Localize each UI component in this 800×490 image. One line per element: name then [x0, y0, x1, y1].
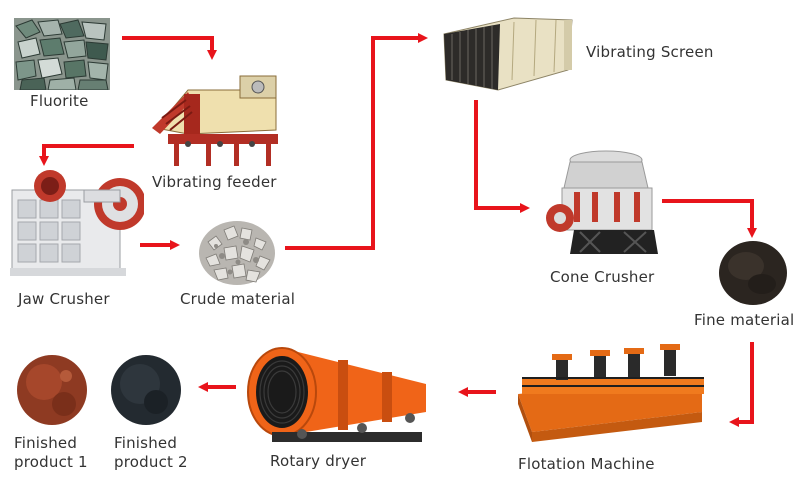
arrow-feeder-to-jaw [39, 144, 134, 166]
vibrating-feeder-icon [152, 75, 278, 166]
rotary-dryer-label: Rotary dryer [270, 452, 367, 470]
finished-product-1-label-line2: product 1 [14, 453, 88, 471]
arrow-fine-to-flotation [729, 342, 754, 427]
fluorite-ore-pile-icon [14, 18, 110, 90]
fluorite-label: Fluorite [30, 92, 89, 110]
red-powder-sample-icon [17, 355, 87, 425]
vibrating-feeder-label: Vibrating feeder [152, 173, 277, 191]
vibrating-screen-label: Vibrating Screen [586, 43, 714, 61]
fine-powder-pile-icon [719, 241, 787, 305]
cone-crusher-icon [546, 150, 658, 254]
cone-crusher-label: Cone Crusher [550, 268, 655, 286]
fine-material-label: Fine material [694, 311, 795, 329]
jaw-crusher-label: Jaw Crusher [18, 290, 110, 308]
jaw-crusher-icon [10, 170, 144, 276]
dark-powder-sample-icon [111, 355, 181, 425]
arrow-cone-to-fine [662, 199, 757, 238]
flotation-machine-icon [518, 344, 704, 442]
vibrating-screen-icon [443, 17, 573, 91]
arrow-crude-to-screen [285, 33, 428, 250]
flotation-machine-label: Flotation Machine [518, 455, 655, 473]
rotary-dryer-icon [247, 347, 426, 442]
finished-product-1-label-line1: Finished [14, 434, 78, 452]
arrow-fluorite-to-feeder [122, 36, 217, 60]
crushed-stone-pile-icon [199, 221, 275, 285]
arrow-screen-to-cone [474, 100, 530, 213]
finished-product-2-label-line1: Finished [114, 434, 178, 452]
finished-product-2-label-line2: product 2 [114, 453, 188, 471]
crude-material-label: Crude material [180, 290, 296, 308]
